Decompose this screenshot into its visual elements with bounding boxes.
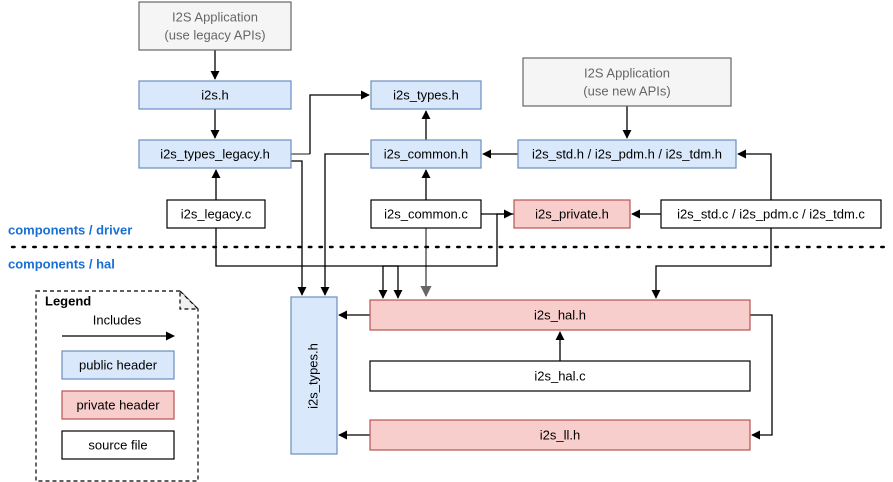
node-i2s-legacy-c[interactable]: i2s_legacy.c	[166, 199, 266, 229]
node-i2s-common-c-label: i2s_common.c	[384, 206, 468, 221]
divider-label-driver: components / driver	[8, 222, 132, 237]
layer-divider: components / driver components / hal	[8, 222, 887, 271]
edge-std-c-to-std-h	[737, 149, 772, 200]
legend-title: Legend	[45, 293, 91, 308]
node-i2s-std-h-box[interactable]	[517, 139, 737, 169]
edge-std-c-to-hal-h	[651, 228, 772, 299]
legend-item-private-header: private header	[61, 390, 175, 420]
node-app-legacy-box[interactable]	[138, 1, 292, 51]
node-i2s-hal-c-label: i2s_hal.c	[534, 368, 586, 383]
node-i2s-types-legacy-h-box[interactable]	[138, 139, 292, 169]
node-i2s-h[interactable]: i2s.h	[138, 80, 292, 110]
node-i2s-common-h-label: i2s_common.h	[384, 146, 469, 161]
node-i2s-std-c-label: i2s_std.c / i2s_pdm.c / i2s_tdm.c	[677, 206, 865, 221]
legend-includes-label: Includes	[93, 312, 142, 327]
edge-layer	[210, 50, 773, 440]
node-i2s-hal-h[interactable]: i2s_hal.h	[369, 299, 751, 331]
node-i2s-types-h-hal-label: i2s_types.h	[305, 343, 320, 409]
edge-hal-h-to-ll-h	[750, 314, 773, 440]
node-i2s-std-c-box[interactable]	[660, 199, 882, 229]
legend-swatch-public-header	[61, 350, 175, 380]
node-app-new-label-2: (use new APIs)	[583, 83, 670, 98]
node-i2s-h-label: i2s.h	[201, 87, 228, 102]
node-i2s-legacy-c-box[interactable]	[166, 199, 266, 229]
node-i2s-legacy-c-label: i2s_legacy.c	[181, 206, 252, 221]
node-i2s-common-c[interactable]: i2s_common.c	[370, 199, 482, 229]
legend-item-source-file: source file	[61, 430, 175, 460]
legend-label-public-header: public header	[79, 357, 158, 372]
node-app-legacy-label-2: (use legacy APIs)	[164, 27, 265, 42]
node-app-new-box[interactable]	[522, 57, 732, 107]
legend-swatch-source-file	[61, 430, 175, 460]
node-i2s-private-h[interactable]: i2s_private.h	[513, 199, 631, 229]
node-i2s-private-h-label: i2s_private.h	[535, 206, 609, 221]
node-app-new-label-1: I2S Application	[584, 65, 670, 80]
node-i2s-private-h-box[interactable]	[513, 199, 631, 229]
node-i2s-common-h[interactable]: i2s_common.h	[370, 139, 482, 169]
edge-common-h-to-types-hal	[320, 153, 369, 296]
node-i2s-hal-h-box[interactable]	[369, 299, 751, 331]
node-i2s-hal-c[interactable]: i2s_hal.c	[369, 360, 751, 392]
edge-types-legacy-to-types-hal	[291, 160, 307, 296]
node-i2s-h-box[interactable]	[138, 80, 292, 110]
legend-label-private-header: private header	[76, 397, 160, 412]
node-app-legacy-label-1: I2S Application	[172, 9, 258, 24]
legend: Legend Includes public header private he…	[35, 289, 200, 482]
node-i2s-types-h-label: i2s_types.h	[393, 87, 459, 102]
node-app-legacy[interactable]: I2S Application (use legacy APIs)	[138, 1, 292, 51]
node-i2s-std-h-label: i2s_std.h / i2s_pdm.h / i2s_tdm.h	[532, 146, 722, 161]
node-i2s-types-h-box[interactable]	[370, 80, 482, 110]
edge-types-legacy-to-types	[309, 90, 370, 154]
node-i2s-ll-h[interactable]: i2s_ll.h	[369, 419, 751, 451]
node-i2s-types-h[interactable]: i2s_types.h	[370, 80, 482, 110]
legend-fold-corner	[179, 289, 200, 310]
node-i2s-ll-h-box[interactable]	[369, 419, 751, 451]
node-i2s-std-h[interactable]: i2s_std.h / i2s_pdm.h / i2s_tdm.h	[517, 139, 737, 169]
node-app-new[interactable]: I2S Application (use new APIs)	[522, 57, 732, 107]
edge-private-h-to-hal-h	[378, 213, 514, 299]
node-i2s-types-h-hal-box[interactable]	[290, 296, 338, 455]
node-i2s-common-c-box[interactable]	[370, 199, 482, 229]
node-i2s-types-legacy-h[interactable]: i2s_types_legacy.h	[138, 139, 292, 169]
node-i2s-types-legacy-h-label: i2s_types_legacy.h	[160, 146, 270, 161]
node-i2s-hal-h-label: i2s_hal.h	[534, 307, 586, 322]
divider-label-hal: components / hal	[8, 256, 115, 271]
legend-swatch-private-header	[61, 390, 175, 420]
legend-item-public-header: public header	[61, 350, 175, 380]
edge-legacy-c-to-hal-h	[215, 228, 403, 299]
node-i2s-hal-c-box[interactable]	[369, 360, 751, 392]
node-i2s-common-h-box[interactable]	[370, 139, 482, 169]
node-i2s-types-h-hal[interactable]: i2s_types.h	[290, 296, 338, 455]
node-i2s-std-c[interactable]: i2s_std.c / i2s_pdm.c / i2s_tdm.c	[660, 199, 882, 229]
node-i2s-ll-h-label: i2s_ll.h	[540, 427, 580, 442]
legend-label-source-file: source file	[88, 437, 147, 452]
